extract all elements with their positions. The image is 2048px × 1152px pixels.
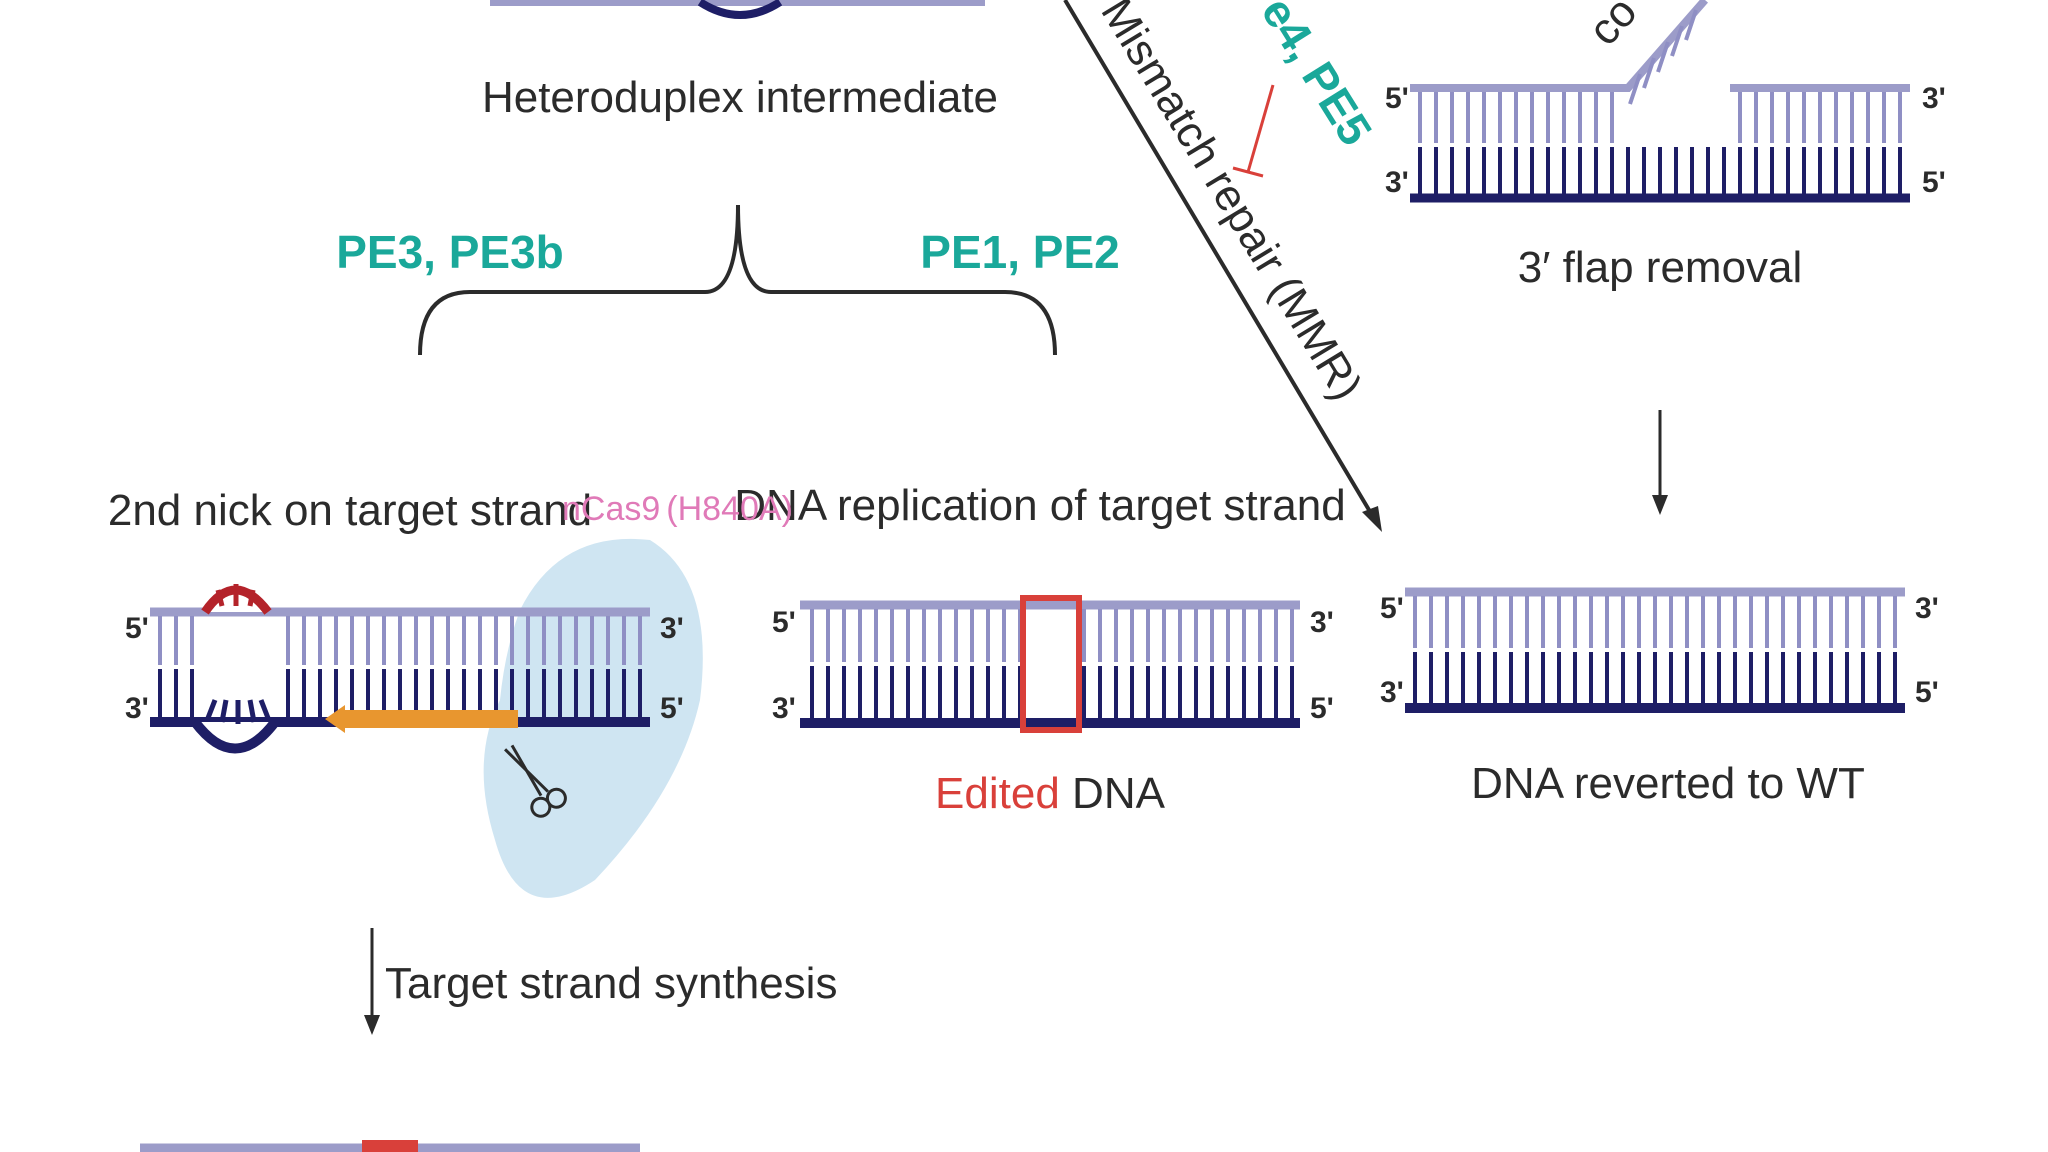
reverted-label: DNA reverted to WT <box>1471 759 1865 808</box>
pe3-label: PE3, PE3b <box>336 226 564 278</box>
edit-end-5r: 5' <box>1310 692 1334 725</box>
edited-region <box>1023 598 1079 730</box>
down-arrow-left <box>364 928 380 1035</box>
synthesis-label: Target strand synthesis <box>385 959 837 1008</box>
nick-end-5r: 5' <box>660 692 684 725</box>
wt-end-3r: 3' <box>1915 592 1939 625</box>
flap-removal-label: 3′ flap removal <box>1518 243 1803 292</box>
wt-end-3: 3' <box>1380 676 1404 709</box>
ncas9-sub: (H840A) <box>666 490 793 528</box>
edited-duplex <box>800 598 1300 730</box>
dna-word: DNA <box>1060 769 1166 818</box>
flap-end-3: 3' <box>1385 166 1409 199</box>
nick-end-5: 5' <box>125 612 149 645</box>
flap-end-5: 5' <box>1385 82 1409 115</box>
flap-end-5r: 5' <box>1922 166 1946 199</box>
wt-end-5: 5' <box>1380 592 1404 625</box>
ncas9-word: nCas9 <box>562 490 660 528</box>
wt-duplex <box>1405 592 1905 708</box>
flap-duplex <box>1410 0 1910 198</box>
down-arrow-right <box>1652 410 1668 515</box>
wt-end-5r: 5' <box>1915 676 1939 709</box>
pe45-label: e4, PE5 <box>1252 0 1383 154</box>
edited-dna-label: Edited DNA <box>935 769 1166 818</box>
flap-end-3r: 3' <box>1922 82 1946 115</box>
edit-end-3r: 3' <box>1310 606 1334 639</box>
top-right-partial-label: co <box>1579 0 1647 55</box>
ncas9-label: nCas9(H840A) <box>562 490 793 528</box>
pe12-label: PE1, PE2 <box>920 226 1119 278</box>
nick-end-3: 3' <box>125 692 149 725</box>
heteroduplex-label: Heteroduplex intermediate <box>482 73 998 122</box>
heteroduplex-duplex-partial <box>490 2 985 15</box>
nick-end-3r: 3' <box>660 612 684 645</box>
edited-word: Edited <box>935 769 1060 818</box>
replication-label: DNA replication of target strand <box>734 481 1345 530</box>
edit-end-3: 3' <box>772 692 796 725</box>
orange-strand <box>340 710 518 728</box>
bottom-duplex-partial <box>140 1140 640 1152</box>
edit-end-5: 5' <box>772 606 796 639</box>
second-nick-label: 2nd nick on target strand <box>108 486 592 535</box>
